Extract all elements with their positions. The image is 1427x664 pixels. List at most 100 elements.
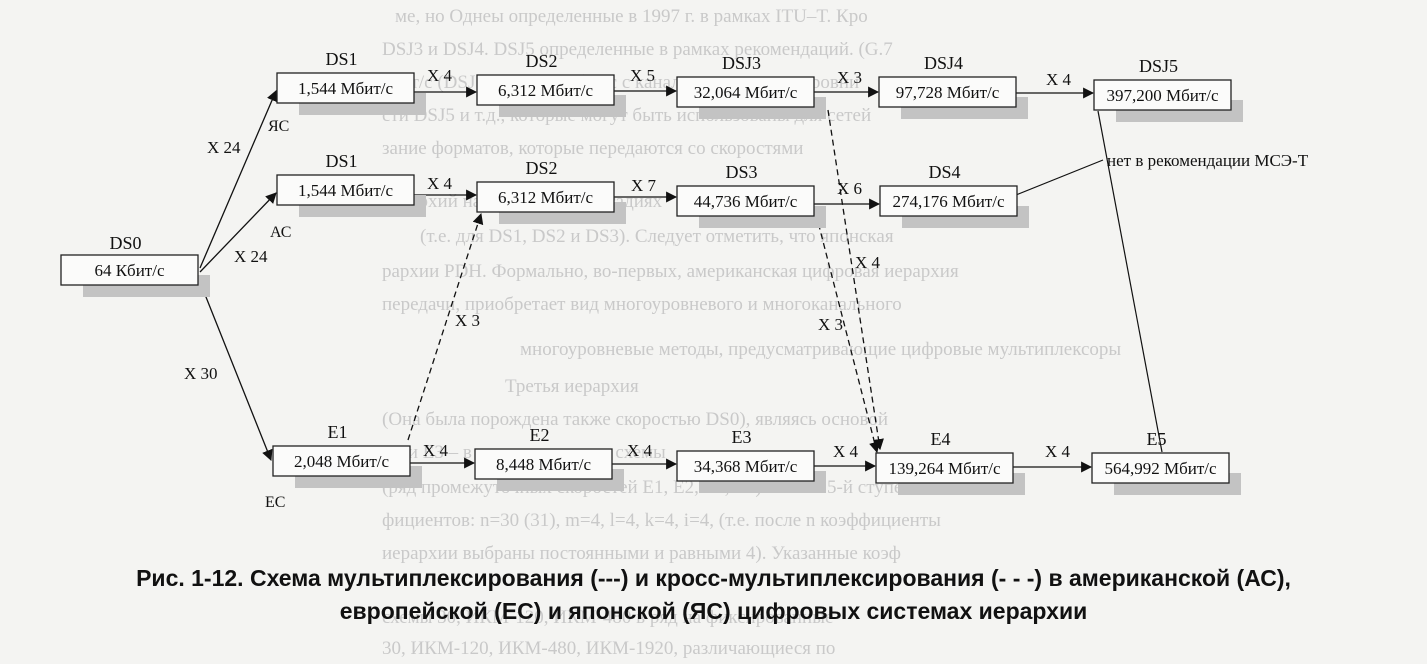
edge-label: X 3: [818, 315, 843, 334]
edge-dsj3-e4: X 3: [818, 109, 884, 451]
node-title: DS1: [325, 151, 357, 171]
edge-line: [199, 192, 277, 273]
edge-line: [815, 213, 880, 454]
node-title: DS2: [525, 158, 557, 178]
node-box: [476, 74, 615, 106]
edge-ds3-ds4: X 6: [814, 179, 881, 210]
bg-line: ме, но Однеы определенные в 1997 г. в ра…: [395, 6, 868, 27]
bg-line: многоуровневые методы, предусматривающие…: [520, 339, 1122, 360]
edge-label: X 4: [833, 442, 859, 461]
node-box: [276, 174, 415, 206]
edge-ds1b-ds2b: X 4: [414, 174, 478, 201]
edge-label: X 24: [234, 247, 268, 266]
edge-label: X 4: [855, 253, 881, 272]
edge-line: [827, 109, 884, 451]
node-value: 274,176 Мбит/с: [892, 192, 1005, 211]
edge-label: X 4: [627, 441, 653, 460]
edge-label: X 4: [427, 66, 453, 85]
node-title: DS4: [928, 162, 960, 182]
edge-ds0-ds1b: X 24: [199, 192, 277, 273]
bg-line: (Она была порождена также скоростью DS0)…: [382, 409, 889, 430]
edge-line: [199, 281, 273, 462]
node-value: 1,544 Мбит/с: [298, 79, 394, 98]
system-label-jp: ЯС: [268, 118, 289, 135]
edge-ds0-ds1a: X 24: [199, 89, 278, 269]
node-box: [676, 185, 815, 217]
edge-label: X 4: [423, 441, 449, 460]
node-value: 8,448 Мбит/с: [496, 455, 592, 474]
edge-ds2b-ds3: X 7: [614, 176, 678, 203]
edge-label: X 7: [631, 176, 657, 195]
note-connector-line: [1015, 159, 1104, 196]
bg-line: фициентов: n=30 (31), m=4, l=4, k=4, i=4…: [382, 510, 941, 531]
caption-line-1: Рис. 1-12. Схема мультиплексирования (--…: [136, 565, 1291, 591]
edge-dsj4-dsj5: X 4: [1016, 70, 1095, 99]
bg-line: схемы 30, ИКМ-120, ИКМ-480 в ряд на фикс…: [382, 607, 834, 628]
figure-caption: Рис. 1-12. Схема мультиплексирования (--…: [0, 562, 1427, 628]
node-title: DS3: [725, 162, 757, 182]
edge-e2-e3: X 4: [612, 441, 678, 470]
node-value: 34,368 Мбит/с: [694, 457, 798, 476]
node-e2: 8,448 Мбит/сE2: [474, 425, 624, 491]
edge-label: X 4: [427, 174, 453, 193]
node-box: [878, 76, 1017, 108]
node-box: [676, 76, 815, 108]
node-value: 6,312 Мбит/с: [498, 81, 594, 100]
node-dsj4: 97,728 Мбит/с DSJ4: [878, 53, 1028, 119]
bg-line: передачи, приобретает вид многоуровневог…: [382, 294, 902, 315]
node-ds0: 64 Кбит/с DS0: [60, 233, 210, 297]
edge-ds1a-ds2a: X 4: [414, 66, 478, 98]
node-box: [879, 185, 1018, 217]
edge-ds2a-dsj3: X 5: [614, 66, 678, 97]
bg-line: зание форматов, которые передаются со ск…: [382, 138, 804, 159]
node-title: DSJ4: [924, 53, 963, 73]
node-box: [272, 445, 411, 477]
node-value: 6,312 Мбит/с: [498, 188, 594, 207]
edge-label: X 4: [1046, 70, 1072, 89]
node-title: DSJ3: [722, 53, 761, 73]
edge-e1-e2: X 4: [410, 441, 476, 469]
edge-e3-e4: X 4: [814, 442, 877, 472]
node-e4: 139,264 Мбит/сE4: [875, 429, 1025, 495]
edge-label: X 4: [1045, 442, 1071, 461]
node-value: 44,736 Мбит/с: [694, 192, 798, 211]
node-value: 1,544 Мбит/с: [298, 181, 394, 200]
node-title: E1: [328, 422, 348, 442]
node-value: 64 Кбит/с: [94, 261, 164, 280]
node-value: 2,048 Мбит/с: [294, 452, 390, 471]
bg-line: Третья иерархия: [505, 376, 639, 397]
node-value: 97,728 Мбит/с: [896, 83, 1000, 102]
edge-label: X 3: [837, 68, 862, 87]
edge-label: X 6: [837, 179, 862, 198]
bg-line: иерархии выбраны постоянными и равными 4…: [382, 543, 901, 564]
node-box: [60, 254, 199, 286]
edge-e1-ds2b: X 3: [407, 212, 484, 441]
node-box: [1093, 79, 1232, 111]
edge-label: X 24: [207, 138, 241, 157]
node-box: [875, 452, 1014, 484]
itu-note: нет в рекомендации МСЭ-Т: [1107, 151, 1309, 170]
node-title: E5: [1147, 429, 1167, 449]
node-title: DS0: [109, 233, 141, 253]
node-title: E3: [732, 427, 752, 447]
node-ds4: 274,176 Мбит/с DS4: [879, 162, 1029, 228]
node-e1: 2,048 Мбит/с E1: [272, 422, 422, 488]
node-ds1b: 1,544 Мбит/с DS1: [276, 151, 426, 217]
bg-line: рархии PDH. Формально, во-первых, америк…: [382, 261, 959, 282]
node-value: 564,992 Мбит/с: [1104, 459, 1217, 478]
node-box: [676, 450, 815, 482]
edge-label: X 5: [630, 66, 655, 85]
node-dsj3: 32,064 Мбит/с DSJ3: [676, 53, 826, 119]
node-value: 32,064 Мбит/с: [694, 83, 798, 102]
note-connectors: [1015, 110, 1163, 453]
node-box: [474, 448, 613, 480]
caption-line-2: европейской (ЕС) и японской (ЯС) цифровы…: [339, 598, 1088, 624]
node-e5: 564,992 Мбит/с E5: [1091, 429, 1241, 495]
